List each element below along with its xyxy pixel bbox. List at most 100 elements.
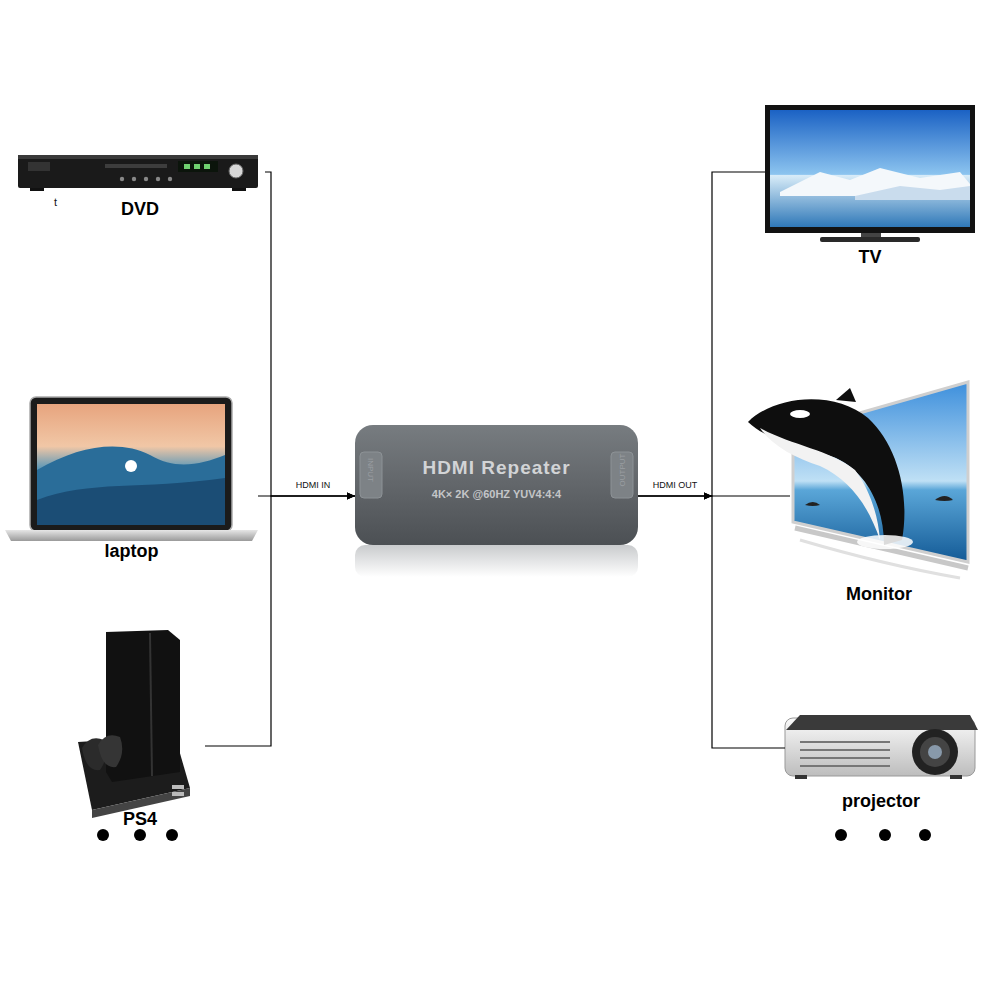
connector: [205, 493, 355, 747]
device-label: TV: [765, 246, 975, 268]
projector-node: projector: [785, 712, 977, 812]
dvd-display: [178, 161, 218, 172]
dvd-foot: [30, 188, 44, 191]
port-label: INPUT: [365, 455, 375, 485]
projector-vent: [800, 741, 890, 743]
dvd-foot: [232, 188, 246, 191]
note-label: t: [54, 196, 57, 208]
ps4-usb: [172, 785, 184, 789]
dot: [166, 829, 178, 841]
laptop: [5, 397, 258, 541]
laptop-base: [5, 530, 258, 541]
orca-fin: [836, 388, 856, 402]
device-label: PS4: [75, 808, 205, 830]
dvd-top-edge: [18, 155, 258, 159]
projector-lens-inner: [920, 737, 950, 767]
dvd-digit: [204, 164, 210, 169]
connector: [258, 493, 355, 500]
laptop-logo: [125, 460, 137, 472]
small-orca: [935, 496, 953, 501]
connector-line: [638, 496, 785, 748]
laptop-bezel: [30, 397, 232, 531]
projector-vent: [800, 765, 890, 767]
repeater-node: INPUTHDMI Repeater 4K× 2K @60HZ YUV4:4:4O…: [355, 425, 638, 545]
arrow-head: [347, 493, 355, 500]
monitor: [748, 382, 968, 578]
device-spec: 4K× 2K @60HZ YUV4:4:4: [355, 487, 638, 501]
ps4-groove: [150, 633, 152, 776]
projector-foot: [795, 775, 807, 779]
orca-belly: [760, 428, 880, 540]
dvd-knob: [229, 164, 243, 178]
arrow-head: [347, 493, 355, 500]
device-title: HDMI Repeater: [355, 457, 638, 479]
dvd-power: [28, 162, 50, 171]
arrow-head: [704, 493, 712, 500]
dvd-button: [132, 177, 136, 181]
repeater-body: [355, 425, 638, 545]
orca-eyepatch: [790, 410, 810, 418]
arrow-head: [704, 493, 712, 500]
laptop-water: [37, 478, 225, 525]
projector-foot: [950, 775, 962, 779]
repeater-reflection: [355, 545, 638, 577]
device-label: DVD: [15, 198, 265, 220]
dot: [835, 829, 847, 841]
connector: [638, 493, 785, 749]
dot: [919, 829, 931, 841]
projector-top: [786, 715, 978, 730]
orca-body: [748, 399, 904, 545]
tv-node: TV: [765, 100, 975, 268]
laptop-node: laptop: [5, 395, 258, 562]
dvd-button: [156, 177, 160, 181]
more-dots: [97, 829, 931, 841]
dot: [134, 829, 146, 841]
connector-line: [258, 495, 355, 496]
dot: [97, 829, 109, 841]
dvd-player: [18, 155, 258, 191]
tv-screen: [770, 110, 970, 227]
device-label: projector: [785, 790, 977, 812]
dvd-node: DVD: [15, 150, 265, 220]
dvd-digit: [194, 164, 200, 169]
connector-line: [638, 172, 765, 496]
repeater-input-cap: [360, 452, 382, 498]
tv-base: [820, 237, 920, 242]
monitor-node: Monitor: [790, 378, 968, 605]
repeater-device: [355, 425, 638, 577]
connector: [638, 172, 765, 500]
dvd-button: [120, 177, 124, 181]
projector-vent: [800, 749, 890, 751]
ps4-controller: [98, 735, 122, 767]
tv-set: [765, 105, 975, 242]
water-splash: [857, 535, 913, 549]
laptop-wave: [37, 447, 225, 525]
dvd-body: [18, 155, 258, 188]
ps4-console: [78, 630, 190, 818]
repeater-output-cap: [611, 452, 633, 498]
dot: [879, 829, 891, 841]
dvd-button: [168, 177, 172, 181]
ps4-usb: [172, 792, 184, 796]
dvd-tray: [105, 164, 167, 168]
tv-frame: [765, 105, 975, 233]
dvd-button: [144, 177, 148, 181]
ps4-node: PS4: [75, 628, 205, 830]
connector-line: [205, 496, 355, 746]
projector-lens: [912, 729, 958, 775]
projector-vent: [800, 757, 890, 759]
device-label: laptop: [5, 540, 258, 562]
tv-snow-shade: [855, 186, 970, 200]
connector-line: [265, 172, 355, 496]
port-label: OUTPUT: [618, 452, 628, 488]
edge-label: HDMI IN: [296, 480, 331, 491]
arrow-head: [704, 493, 712, 500]
laptop-screen: [37, 404, 225, 525]
edge-label: HDMI OUT: [653, 480, 698, 491]
dvd-digit: [184, 164, 190, 169]
small-orca: [805, 502, 820, 506]
connector: [265, 172, 355, 500]
projector-glass: [928, 745, 942, 759]
arrow-head: [347, 493, 355, 500]
